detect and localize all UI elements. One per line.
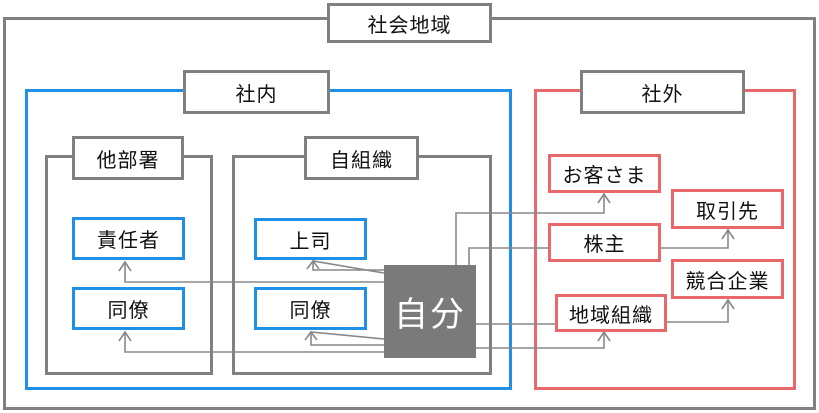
other-dept-label: 他部署 — [72, 136, 184, 180]
node-competitor: 競合企業 — [671, 259, 784, 299]
own-org-label: 自組織 — [304, 136, 419, 180]
node-customer: お客さま — [548, 154, 661, 193]
society-label: 社会地域 — [327, 3, 492, 43]
node-colleague-own: 同僚 — [254, 287, 367, 330]
node-colleague-other: 同僚 — [72, 287, 185, 330]
node-responsible: 責任者 — [72, 217, 185, 260]
node-community-org: 地域組織 — [555, 294, 667, 332]
external-label: 社外 — [580, 70, 745, 114]
other-dept-frame — [45, 155, 213, 375]
node-supplier: 取引先 — [671, 189, 784, 229]
node-self: 自分 — [384, 265, 476, 358]
node-shareholder: 株主 — [548, 223, 661, 262]
internal-label: 社内 — [183, 70, 330, 114]
node-boss: 上司 — [254, 218, 367, 260]
